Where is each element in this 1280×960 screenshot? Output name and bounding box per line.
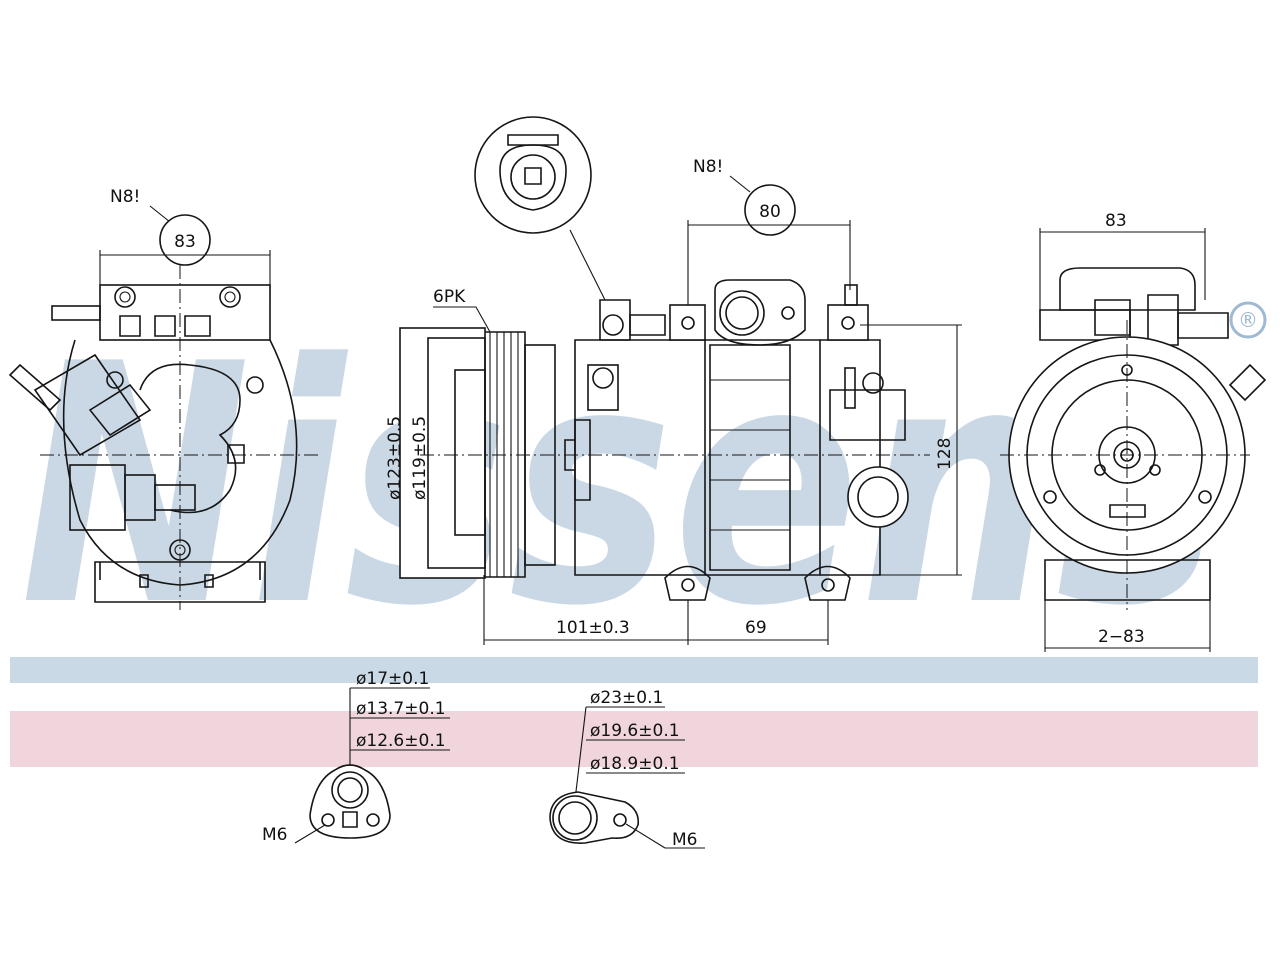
right-dim-2x83: 2−83 xyxy=(1098,627,1145,647)
fitting-right-d18: ø18.9±0.1 xyxy=(590,754,680,774)
left-dim-balloon xyxy=(159,214,211,266)
front-view-left: N8! 83 xyxy=(8,187,320,610)
pink-band xyxy=(10,711,1258,767)
pulley-dia-inner: ø119±0.5 xyxy=(410,416,430,500)
fitting-left-d17: ø17±0.1 xyxy=(356,669,429,689)
fitting-left-d12: ø12.6±0.1 xyxy=(356,731,446,751)
side-height-128: 128 xyxy=(935,438,955,470)
front-view-right: 83 2−83 xyxy=(1000,211,1267,652)
pulley-dia-outer: ø123±0.5 xyxy=(385,416,405,500)
left-connector-label: N8! xyxy=(110,187,140,207)
side-view: N8! 80 128 xyxy=(420,116,962,645)
blue-band xyxy=(10,657,1258,683)
fitting-left: ø17±0.1 ø13.7±0.1 ø12.6±0.1 M6 xyxy=(262,669,450,845)
connector-detail xyxy=(474,116,592,234)
belt-type-label: 6PK xyxy=(433,287,466,307)
pulley-view: 6PK ø123±0.5 ø119±0.5 xyxy=(385,287,556,579)
side-dim-balloon xyxy=(744,184,796,236)
fitting-right: ø23±0.1 ø19.6±0.1 ø18.9±0.1 M6 xyxy=(549,688,705,850)
side-connector-label: N8! xyxy=(693,157,723,177)
fitting-right-thread: M6 xyxy=(672,830,697,850)
fitting-left-thread: M6 xyxy=(262,825,287,845)
right-dim-83: 83 xyxy=(1105,211,1127,231)
fitting-right-d23: ø23±0.1 xyxy=(590,688,663,708)
fitting-left-d13: ø13.7±0.1 xyxy=(356,699,446,719)
side-dim-80: 80 xyxy=(759,202,781,222)
dim-101: 101±0.3 xyxy=(556,618,630,638)
left-dim-83: 83 xyxy=(174,232,196,252)
trademark-mark: ® xyxy=(1229,301,1267,339)
dim-69: 69 xyxy=(745,618,767,638)
fitting-right-d19: ø19.6±0.1 xyxy=(590,721,680,741)
svg-text:®: ® xyxy=(1238,308,1258,332)
